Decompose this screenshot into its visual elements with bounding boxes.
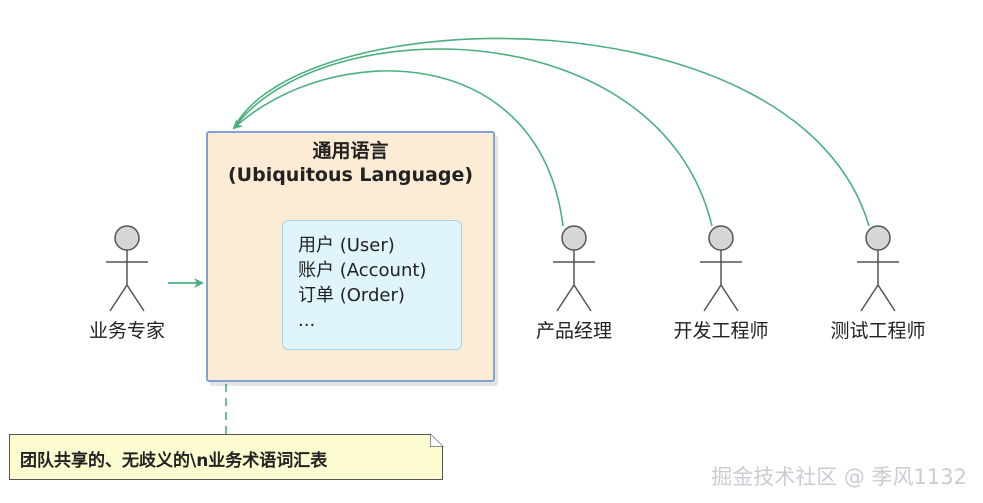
tester-label: 测试工程师 — [830, 320, 926, 342]
developer-connector — [233, 48, 713, 227]
box-title-en: (Ubiquitous Language) — [227, 164, 474, 186]
business-expert-label: 业务专家 — [88, 320, 165, 342]
terms-box: 用户 (User) 账户 (Account) 订单 (Order) ... — [282, 220, 462, 350]
ubiquitous-language-box: 通用语言 (Ubiquitous Language) 用户 (User) 账户 … — [206, 131, 495, 382]
product-manager-figure — [553, 225, 595, 312]
term-account: 账户 (Account) — [298, 260, 427, 281]
product-manager-label: 产品经理 — [535, 320, 612, 342]
box-title-zh: 通用语言 — [312, 140, 389, 162]
note-fold-icon — [430, 433, 444, 447]
term-order: 订单 (Order) — [298, 285, 405, 306]
term-ellipsis: ... — [298, 310, 316, 331]
tester-connector — [233, 37, 870, 227]
glossary-note: 团队共享的、无歧义的\n业务术语词汇表 — [9, 433, 444, 480]
tester-figure — [857, 225, 899, 312]
business-expert-figure — [106, 225, 148, 312]
note-text: 团队共享的、无歧义的\n业务术语词汇表 — [20, 451, 328, 471]
term-user: 用户 (User) — [298, 235, 395, 256]
product-manager-connector — [232, 70, 564, 227]
developer-figure — [700, 225, 742, 312]
watermark: 掘金技术社区 @ 季风1132 — [711, 465, 967, 489]
developer-label: 开发工程师 — [673, 320, 769, 342]
